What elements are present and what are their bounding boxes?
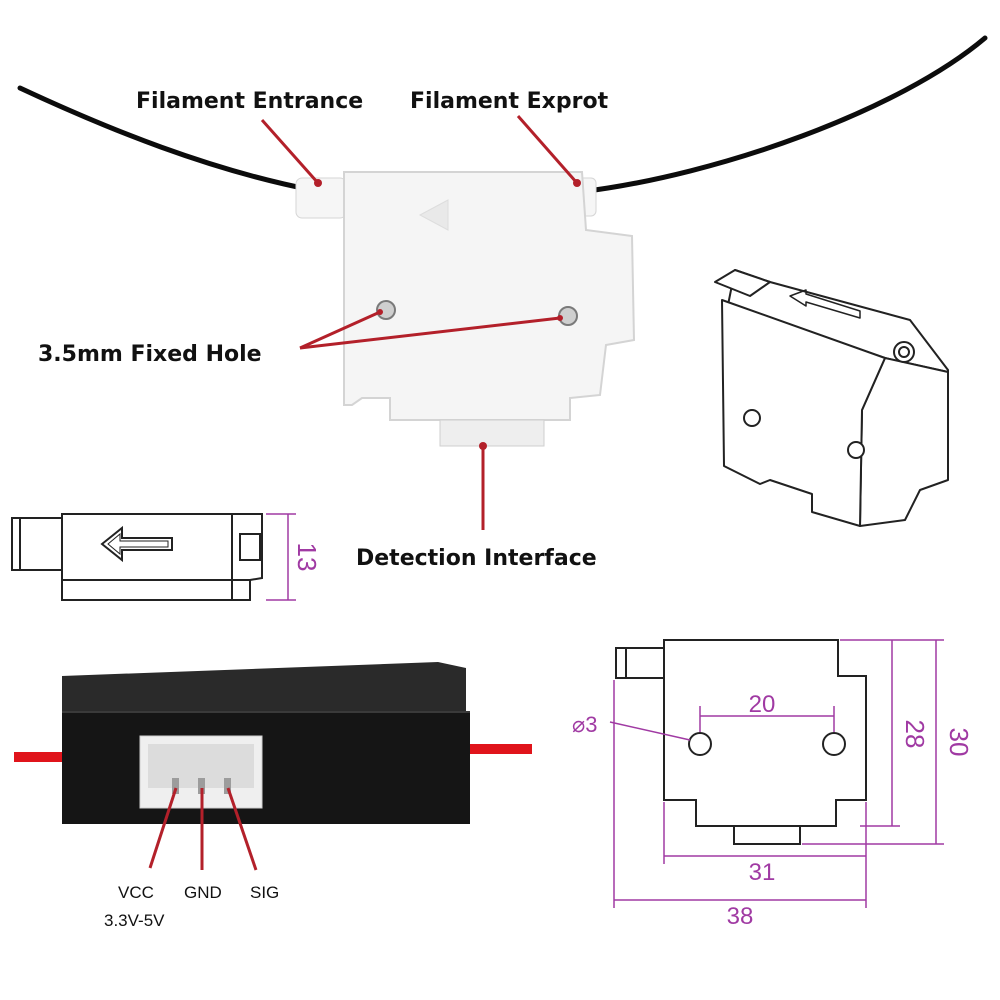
label-fixed-hole: 3.5mm Fixed Hole: [38, 342, 262, 367]
label-detection-interface: Detection Interface: [356, 546, 597, 571]
iso-hole-left: [743, 409, 761, 427]
dim-body-height: 28: [900, 720, 930, 749]
filament-tube-right: [577, 35, 988, 195]
side-view-drawing: [11, 513, 263, 601]
black-sensor-top: [62, 662, 466, 712]
label-pin-gnd: GND: [184, 883, 222, 902]
front-hole-right: [822, 732, 846, 756]
dim-body-width: 31: [749, 859, 776, 886]
black-sensor-photo: [14, 662, 532, 824]
side-height-dimension: [266, 513, 296, 601]
iso-front-face: [721, 299, 886, 527]
white-sensor-photo: [17, 35, 988, 447]
leader-export: [516, 115, 579, 184]
front-body: [663, 639, 867, 827]
black-sensor-body: [62, 712, 470, 824]
dim-side-height: 13: [292, 543, 322, 572]
dim-hole-diameter: ⌀3: [572, 712, 597, 737]
front-nozzle: [615, 647, 669, 679]
label-pin-voltage: 3.3V-5V: [104, 911, 165, 930]
white-sensor-body: [343, 171, 636, 421]
dim-total-height: 30: [944, 728, 974, 757]
arrow-emboss: [418, 199, 449, 231]
pin-vcc: [172, 778, 179, 794]
label-pin-vcc: VCC: [118, 883, 154, 902]
leader-hole-right: [299, 316, 561, 350]
iso-port-inner: [898, 346, 910, 358]
iso-nozzle: [714, 269, 771, 297]
front-port: [733, 825, 801, 845]
pin-gnd: [198, 778, 205, 794]
red-wire-right: [460, 744, 532, 754]
isometric-drawing: [714, 269, 949, 527]
label-filament-entrance: Filament Entrance: [136, 89, 363, 114]
leader-hole-left: [299, 310, 381, 350]
pin-leader-lines: [148, 787, 258, 871]
red-wire-left: [14, 752, 70, 762]
leader-entrance: [260, 119, 320, 184]
iso-hole-right: [847, 441, 865, 459]
pin-sig: [224, 778, 231, 794]
dim-hole-spacing: 20: [749, 691, 776, 718]
label-filament-export: Filament Exprot: [410, 89, 609, 114]
iso-arrow: [789, 289, 861, 319]
detection-port: [439, 419, 545, 447]
front-dimension-lines: [609, 639, 944, 908]
label-pin-sig: SIG: [250, 883, 279, 902]
front-view-drawing: [615, 639, 867, 845]
front-hole-left: [688, 732, 712, 756]
side-port: [239, 533, 261, 561]
filament-tube-left: [17, 85, 315, 193]
leader-lines: [260, 115, 581, 530]
side-arrow: [100, 525, 173, 563]
dim-total-width: 38: [727, 903, 754, 930]
